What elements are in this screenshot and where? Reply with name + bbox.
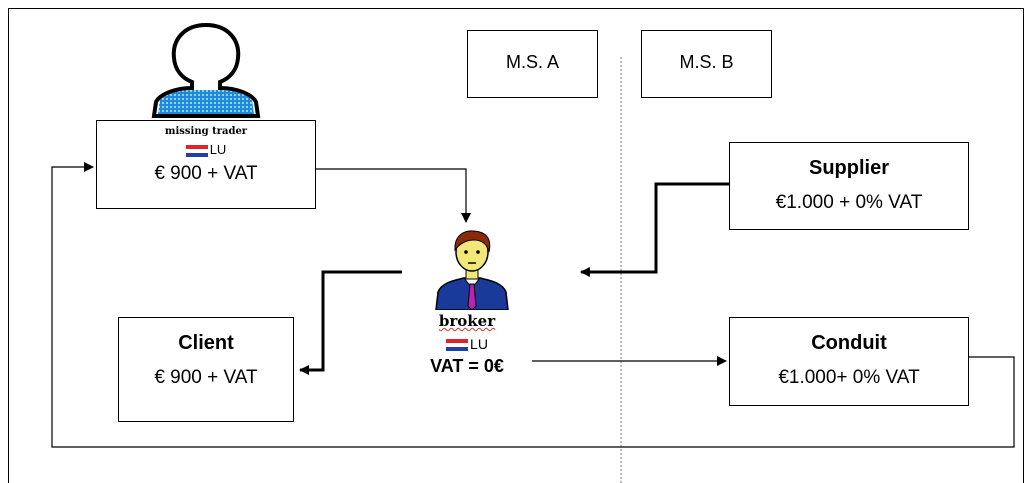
- missing-trader-person-icon: [150, 22, 262, 118]
- arrow-missing-trader-to-broker: [316, 169, 466, 222]
- broker-vat: VAT = 0€: [402, 356, 532, 377]
- supplier-box: Supplier €1.000 + 0% VAT: [729, 142, 969, 230]
- supplier-title: Supplier: [730, 157, 968, 180]
- supplier-price: €1.000 + 0% VAT: [730, 192, 968, 214]
- client-price: € 900 + VAT: [119, 367, 293, 389]
- missing-trader-name: missing trader: [97, 126, 315, 137]
- broker-country: LU: [402, 336, 532, 352]
- luxembourg-flag-icon: [186, 145, 208, 157]
- arrow-supplier-to-broker: [581, 184, 729, 272]
- conduit-title: Conduit: [730, 332, 968, 355]
- member-state-a-label: M.S. A: [467, 30, 598, 98]
- broker-person-icon: [432, 228, 512, 310]
- missing-trader-country: LU: [97, 142, 315, 157]
- conduit-box: Conduit €1.000+ 0% VAT: [729, 317, 969, 406]
- member-state-b-label: M.S. B: [641, 30, 772, 98]
- conduit-price: €1.000+ 0% VAT: [730, 367, 968, 389]
- luxembourg-flag-icon: [446, 339, 468, 351]
- missing-trader-price: € 900 + VAT: [97, 163, 315, 185]
- arrow-broker-to-client: [300, 272, 402, 370]
- client-box: Client € 900 + VAT: [118, 317, 294, 422]
- missing-trader-box: missing trader LU € 900 + VAT: [96, 120, 316, 209]
- broker-name: broker: [402, 312, 532, 330]
- broker-label-group: broker LU VAT = 0€: [402, 312, 532, 377]
- client-title: Client: [119, 332, 293, 355]
